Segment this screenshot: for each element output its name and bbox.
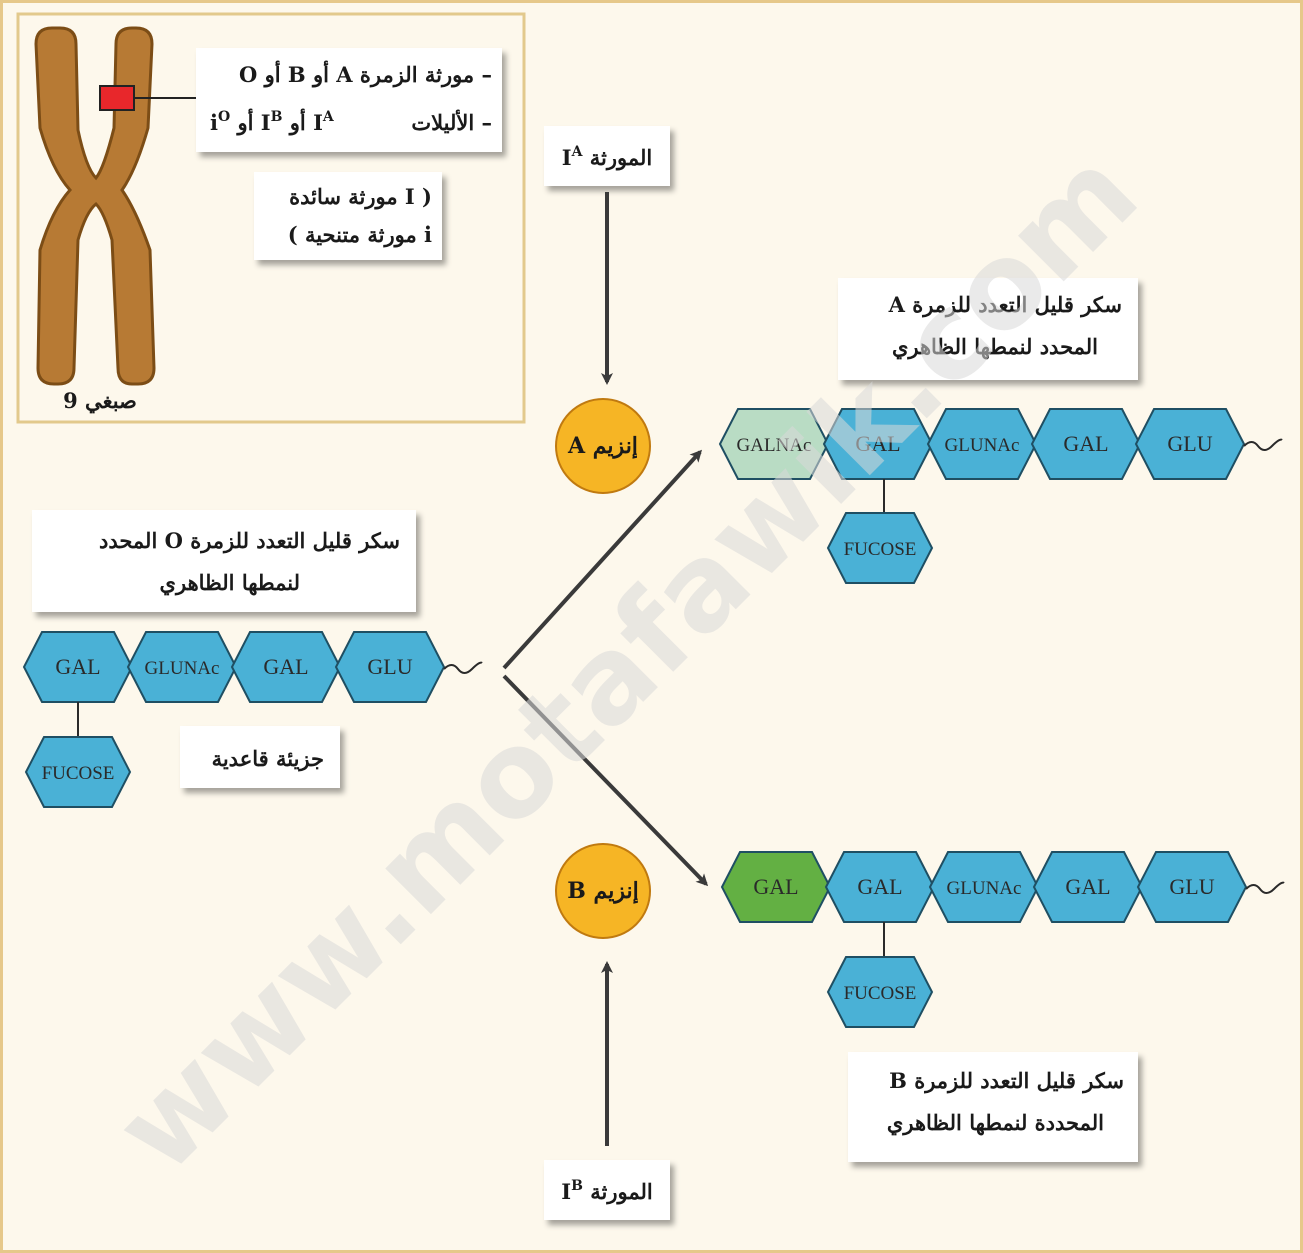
gene-ib-box: IB المورثة bbox=[544, 1160, 670, 1220]
chain-a-unit-5: GLU bbox=[1134, 408, 1246, 480]
chain-b-unit-2: GAL bbox=[824, 851, 936, 923]
chain-a-fucose-label: FUCOSE bbox=[844, 539, 917, 560]
chain-a-unit-4-label: GAL bbox=[1063, 431, 1108, 456]
chain-o-unit-3: GAL bbox=[230, 631, 342, 703]
gene-ib-label: IB المورثة bbox=[561, 1178, 652, 1205]
chain-o-unit-3-label: GAL bbox=[263, 654, 308, 679]
gene-ia-bg bbox=[544, 126, 670, 186]
enzyme-b: إنزيم B bbox=[555, 843, 651, 939]
chain-a-unit-3: GLUNAc bbox=[926, 408, 1038, 480]
chain-b-unit-5: GLU bbox=[1136, 851, 1248, 923]
chromosome-9: صبغي 9 bbox=[34, 26, 196, 414]
enzyme-a-label: إنزيم A bbox=[567, 433, 638, 460]
chain-b-unit-1-label: GAL bbox=[753, 874, 798, 899]
enzyme-a-circle bbox=[555, 398, 651, 494]
chain-a-unit-5-shape bbox=[1134, 408, 1246, 480]
chain-o-unit-4-shape bbox=[334, 631, 446, 703]
gene-info-line2-label: – الأليلات bbox=[411, 109, 492, 135]
chain-o-fucose-label: FUCOSE bbox=[42, 763, 115, 784]
chain-o-unit-2: GLUNAc bbox=[126, 631, 238, 703]
gene-info-box: – مورثة الزمرة A أو B أو O – الأليلات iO… bbox=[196, 48, 502, 152]
chain-o-unit-1: GAL bbox=[22, 631, 134, 703]
chain-a-unit-3-label: GLUNAc bbox=[945, 435, 1020, 456]
chain-b-unit-3: GLUNAc bbox=[928, 851, 1040, 923]
gene-ia-label: IA المورثة bbox=[562, 144, 652, 171]
enzyme-a: إنزيم A bbox=[555, 398, 651, 494]
chain-b-unit-5-label: GLU bbox=[1169, 874, 1214, 899]
chain-b-fucose: FUCOSE bbox=[826, 956, 934, 1028]
chain-a-tail bbox=[1243, 438, 1283, 451]
arrow-to-group-b bbox=[502, 674, 709, 887]
chain-b-unit-3-label: GLUNAc bbox=[947, 878, 1022, 899]
chain-b-unit-4: GAL bbox=[1032, 851, 1144, 923]
base-molecule-bg bbox=[180, 726, 340, 788]
gene-ia-box: IA المورثة bbox=[544, 126, 670, 186]
oligo-a-line2: المحدد لنمطها الظاهري bbox=[892, 334, 1098, 360]
chromosome-label: صبغي 9 bbox=[63, 388, 137, 414]
oligo-o-bg bbox=[32, 510, 416, 612]
gene-info-line1: – مورثة الزمرة A أو B أو O bbox=[239, 60, 492, 88]
chain-o-unit-1-label: GAL bbox=[55, 654, 100, 679]
allele-note-box: ( I مورثة سائدة i مورثة متنحية ) bbox=[254, 172, 442, 260]
chain-o-tail bbox=[443, 661, 483, 674]
chain-b-unit-2-label: GAL bbox=[857, 874, 902, 899]
enzyme-b-circle bbox=[555, 843, 651, 939]
gene-locus-marker bbox=[99, 85, 135, 111]
chromosome-panel: صبغي 9 – مورثة الزمرة A أو B أو O – الأل… bbox=[16, 12, 526, 424]
chain-a-unit-5-label: GLU bbox=[1167, 431, 1212, 456]
chain-b-unit-5-shape bbox=[1136, 851, 1248, 923]
chain-b-unit-1: GAL bbox=[720, 851, 832, 923]
chain-a-unit-1: GALNAc bbox=[718, 408, 830, 480]
oligo-b-line1: سكر قليل التعدد للزمرة B bbox=[889, 1068, 1124, 1094]
allele-note-line2: i مورثة متنحية ) bbox=[288, 222, 432, 248]
chain-o-fucose-shape bbox=[24, 736, 132, 808]
chain-a-unit-4: GAL bbox=[1030, 408, 1142, 480]
allele-note-line1: ( I مورثة سائدة bbox=[289, 184, 432, 210]
chain-a-unit-2-label: GAL bbox=[855, 431, 900, 456]
chromosome-body bbox=[34, 26, 156, 386]
arrow-to-group-a bbox=[502, 449, 703, 670]
gene-info-alleles: iO أو IB أو IA bbox=[210, 108, 335, 136]
chain-a-fucose-shape bbox=[826, 512, 934, 584]
oligo-o-line1: سكر قليل التعدد للزمرة O المحدد bbox=[99, 528, 400, 554]
chain-a-unit-1-label: GALNAc bbox=[737, 435, 812, 456]
chain-o-unit-2-label: GLUNAc bbox=[145, 658, 220, 679]
enzyme-b-label: إنزيم B bbox=[567, 878, 638, 905]
chain-b-unit-4-label: GAL bbox=[1065, 874, 1110, 899]
oligo-a-box: سكر قليل التعدد للزمرة A المحدد لنمطها ا… bbox=[838, 278, 1138, 380]
chain-b-fucose-shape bbox=[826, 956, 934, 1028]
base-molecule-label: جزيئة قاعدية bbox=[212, 746, 324, 772]
gene-ib-bg bbox=[544, 1160, 670, 1220]
chain-a-fucose: FUCOSE bbox=[826, 512, 934, 584]
chain-b-tail bbox=[1245, 881, 1285, 894]
oligo-b-bg bbox=[848, 1052, 1138, 1162]
oligo-a-bg bbox=[838, 278, 1138, 380]
gene-info-box-bg bbox=[196, 48, 502, 152]
oligo-o-box: سكر قليل التعدد للزمرة O المحدد لنمطها ا… bbox=[32, 510, 416, 612]
base-molecule-box: جزيئة قاعدية bbox=[180, 726, 340, 788]
chain-b-fucose-label: FUCOSE bbox=[844, 983, 917, 1004]
oligo-b-box: سكر قليل التعدد للزمرة B المحددة لنمطها … bbox=[848, 1052, 1138, 1162]
chain-o-unit-4: GLU bbox=[334, 631, 446, 703]
oligo-b-line2: المحددة لنمطها الظاهري bbox=[887, 1110, 1104, 1136]
chain-o-unit-4-label: GLU bbox=[367, 654, 412, 679]
allele-note-bg bbox=[254, 172, 442, 260]
oligo-a-line1: سكر قليل التعدد للزمرة A bbox=[888, 292, 1122, 318]
oligo-o-line2: لنمطها الظاهري bbox=[160, 570, 300, 596]
chain-o-fucose: FUCOSE bbox=[24, 736, 132, 808]
